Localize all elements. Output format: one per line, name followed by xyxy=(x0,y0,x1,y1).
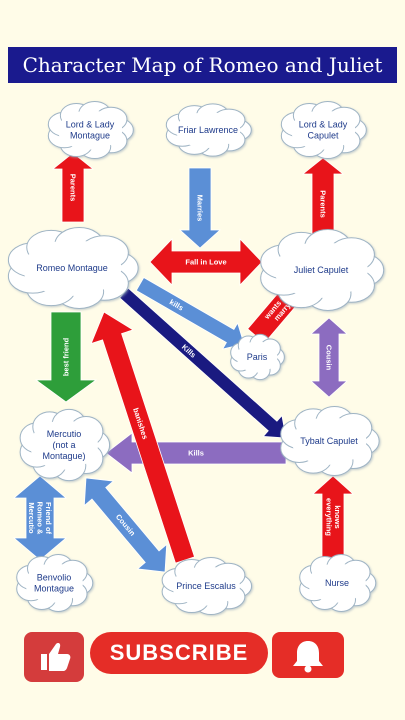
cloud-label-nurse: Nurse xyxy=(325,578,349,588)
arrow-banishes: banishes xyxy=(90,311,196,564)
cloud-label-benvolio: Benvolio xyxy=(37,573,72,583)
arrow-kills-mercutio: Kills xyxy=(105,432,287,474)
cloud-label-mercutio: Montague) xyxy=(42,451,85,461)
cloud-label-lord-capulet: Lord & Lady xyxy=(299,120,348,130)
arrow-marries-label: Marries xyxy=(196,195,205,222)
notification-bell-button[interactable] xyxy=(272,632,344,678)
arrow-parents-left: Parents xyxy=(51,152,95,223)
arrow-cousin-right-label: Cousin xyxy=(325,345,334,371)
cloud-label-tybalt: Tybalt Capulet xyxy=(300,436,358,446)
arrow-kills-mercutio-label: Kills xyxy=(188,449,204,458)
arrow-kills-paris: kills xyxy=(135,276,245,350)
arrow-marries: Marries xyxy=(178,167,222,249)
cloud-juliet: Juliet Capulet xyxy=(260,229,385,311)
cloud-nurse: Nurse xyxy=(299,553,377,613)
arrow-parents-right-label: Parents xyxy=(319,190,328,218)
arrow-cousin-right: Cousin xyxy=(309,317,349,398)
arrow-kills-tybalt: Kills xyxy=(119,287,287,439)
arrow-best-friend-label: best friend xyxy=(62,337,71,376)
cloud-label-lord-capulet: Capulet xyxy=(307,131,339,141)
cloud-prince: Prince Escalus xyxy=(161,556,253,616)
page-title: Character Map of Romeo and Juliet xyxy=(8,47,397,83)
arrow-friend-of-label: Mercutio xyxy=(27,502,36,534)
arrow-friend-of-label: Friend of xyxy=(44,502,53,535)
cloud-romeo: Romeo Montague xyxy=(7,227,139,309)
arrow-cousin-left: Cousin xyxy=(83,477,168,573)
cloud-label-mercutio: (not a xyxy=(52,440,75,450)
cloud-label-benvolio: Montague xyxy=(34,584,74,594)
cloud-friar: Friar Lawrence xyxy=(165,103,252,157)
cloud-label-mercutio: Mercutio xyxy=(47,429,82,439)
like-button[interactable] xyxy=(24,632,84,682)
cloud-tybalt: Tybalt Capulet xyxy=(280,406,380,476)
cloud-label-prince: Prince Escalus xyxy=(176,581,236,591)
arrow-fall-in-love-label: Fall in Love xyxy=(185,258,226,267)
thumbs-up-icon xyxy=(41,643,71,671)
arrow-knows-everything-label: everything xyxy=(324,498,333,536)
cloud-label-friar: Friar Lawrence xyxy=(178,125,238,135)
cloud-label-paris: Paris xyxy=(247,352,268,362)
arrow-parents-left-label: Parents xyxy=(69,174,78,202)
cloud-label-lord-montague: Lord & Lady xyxy=(66,120,115,130)
arrow-best-friend: best friend xyxy=(34,311,98,403)
subscribe-button[interactable]: SUBSCRIBE xyxy=(90,632,268,674)
cloud-paris: Paris xyxy=(230,333,285,381)
cloud-label-juliet: Juliet Capulet xyxy=(294,265,349,275)
cloud-label-lord-montague: Montague xyxy=(70,131,110,141)
arrow-fall-in-love: Fall in Love xyxy=(149,238,263,286)
arrow-knows-everything-label: knows xyxy=(333,505,342,528)
bell-icon xyxy=(293,641,323,673)
arrow-friend-of-label: Romeo & xyxy=(36,502,45,536)
cloud-label-romeo: Romeo Montague xyxy=(36,263,108,273)
